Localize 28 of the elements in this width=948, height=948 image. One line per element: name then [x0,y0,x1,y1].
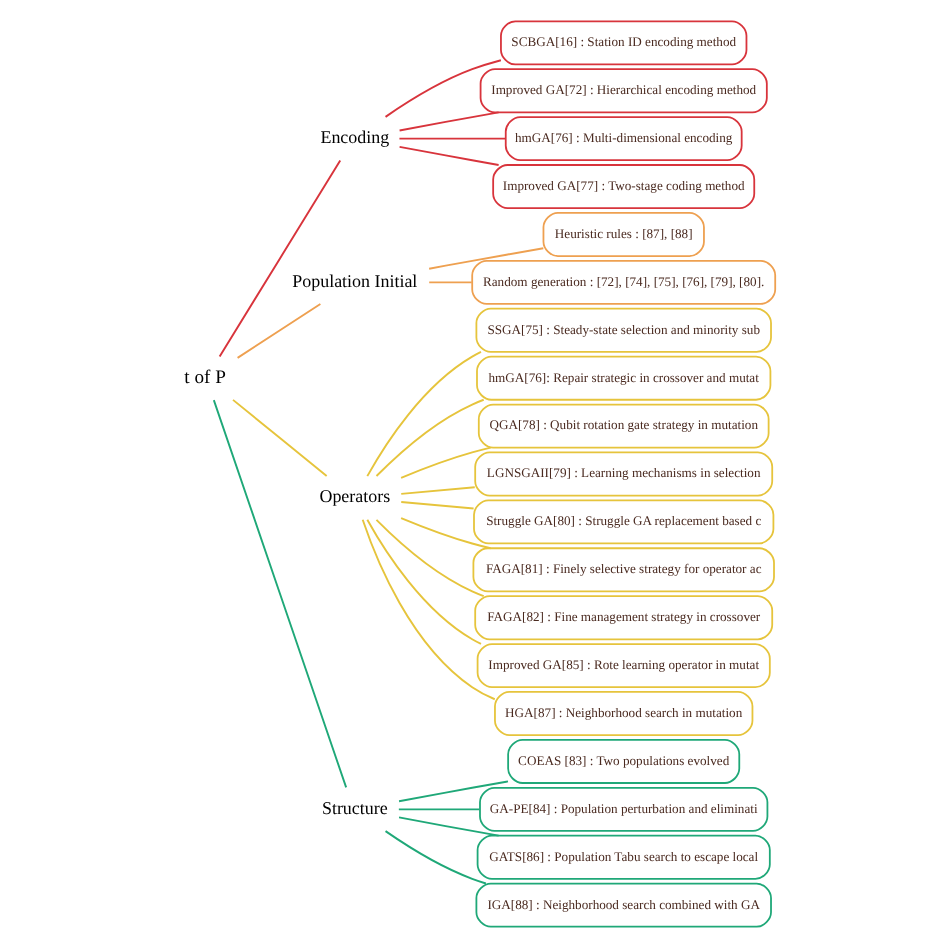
connector [400,517,492,550]
connector [428,281,473,284]
connector [366,350,482,478]
connector [212,399,348,789]
connector [218,159,342,358]
connector [384,830,487,885]
connector [375,518,485,598]
connector [361,518,496,701]
connector [384,59,502,118]
node-text: t of P [184,366,226,389]
node-text: Encoding [320,126,390,147]
connector [236,303,322,359]
connector [400,501,475,510]
connector [400,446,492,479]
node-text: Structure [321,797,388,818]
connector [428,247,545,270]
connector [398,137,507,140]
node-text: Operators [319,486,391,507]
connector [398,816,500,837]
connector [366,518,482,645]
connector [398,111,500,132]
connector [400,486,476,495]
connector [398,145,500,166]
node-text: Population Initial [292,270,418,291]
connector [232,398,328,477]
connector [397,808,481,811]
connector [375,398,485,477]
connector [398,780,509,803]
